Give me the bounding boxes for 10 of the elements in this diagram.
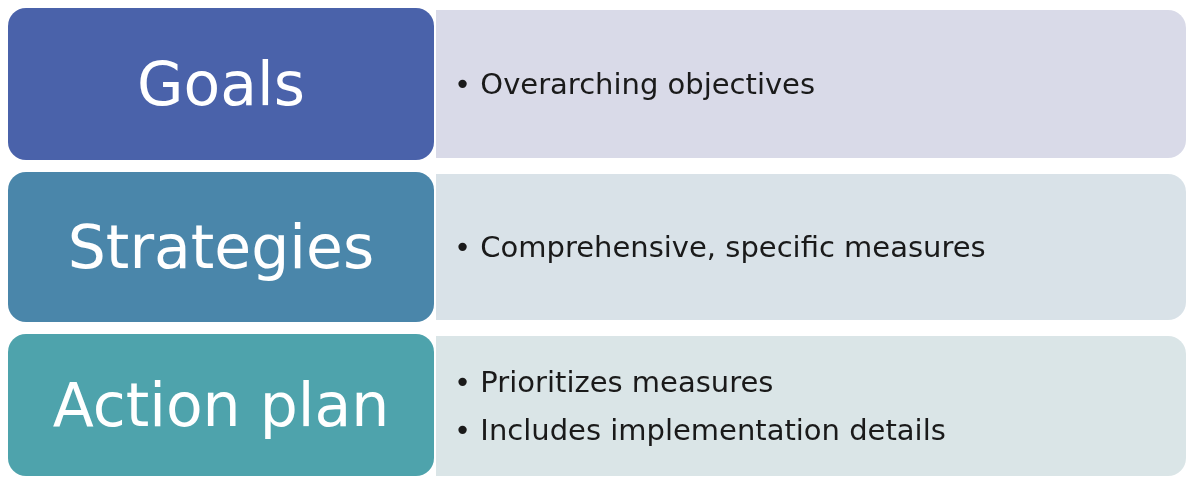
- bullet-item: • Overarching objectives: [454, 66, 816, 103]
- bullet-item: • Comprehensive, specific measures: [454, 229, 986, 266]
- heading-box: Action plan: [8, 334, 434, 476]
- description-panel: [436, 336, 1186, 476]
- heading-box: Goals: [8, 8, 434, 160]
- description-panel: [436, 10, 1186, 158]
- bullet-item: • Prioritizes measures: [454, 364, 774, 401]
- heading-box: Strategies: [8, 172, 434, 322]
- description-panel: [436, 174, 1186, 320]
- bullet-item: • Includes implementation details: [454, 412, 946, 449]
